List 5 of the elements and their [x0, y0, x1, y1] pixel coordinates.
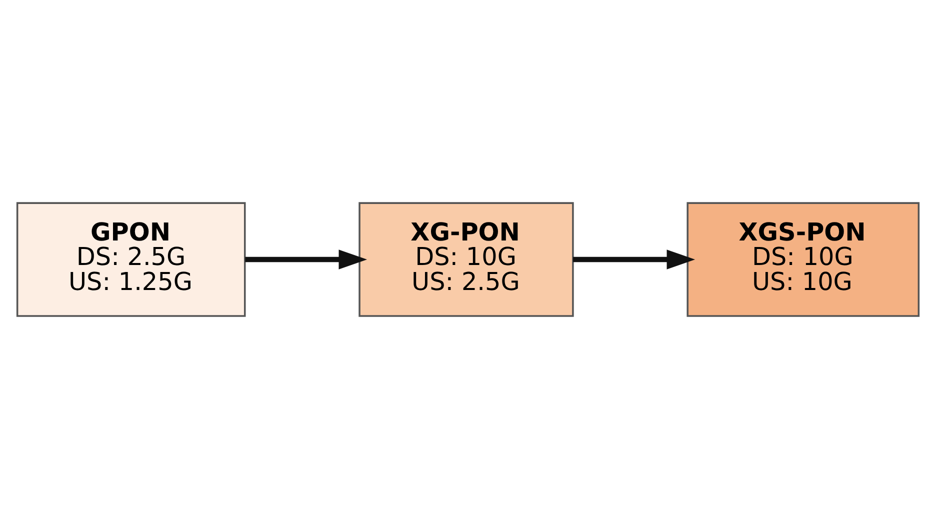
arrow	[245, 249, 368, 269]
node-box: GPON DS: 2.5G US: 1.25G	[16, 202, 246, 316]
node-box: XGS-PON DS: 10G US: 10G	[686, 202, 920, 316]
node-box: XG-PON DS: 10G US: 2.5G	[358, 202, 574, 316]
arrow	[573, 249, 696, 269]
